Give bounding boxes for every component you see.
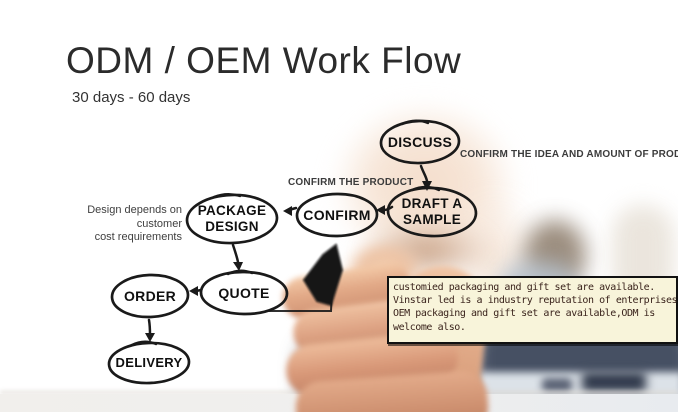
order-ellipse (110, 273, 190, 319)
arrow-discuss-to-draft (419, 164, 429, 183)
annotation-confirm-idea: CONFIRM THE IDEA AND AMOUNT OF PRODUCTS (460, 149, 678, 160)
blurred-table-object-small (542, 378, 572, 392)
page-title: ODM / OEM Work Flow (66, 40, 462, 81)
note-line: Vinstar led is a industry reputation of … (393, 295, 678, 307)
arrowhead-down-3 (145, 333, 155, 342)
marker-pen (302, 243, 344, 307)
flow-node-package-design: PACKAGE DESIGN (197, 203, 267, 234)
page-subtitle: 30 days - 60 days (72, 89, 191, 106)
flow-node-delivery: DELIVERY (115, 355, 183, 370)
note-line: customied packaging and gift set are ava… (393, 282, 655, 293)
arrowhead-down-1 (422, 181, 432, 191)
arrowhead-down-2 (233, 262, 243, 271)
annotation-confirm-product: CONFIRM THE PRODUCT (288, 177, 414, 188)
note-box: customied packaging and gift set are ava… (387, 276, 678, 344)
flow-node-order: ORDER (123, 288, 177, 304)
note-line: welcome also. (393, 321, 466, 333)
arrowhead-left-3 (189, 286, 198, 296)
flow-node-discuss: DISCUSS (387, 134, 453, 150)
arrowhead-left-1 (376, 205, 385, 215)
arrow-package-to-quote (231, 243, 240, 264)
flow-node-confirm: CONFIRM (303, 207, 371, 223)
note-line: OEM packaging and gift set are available… (393, 308, 655, 320)
blurred-table-object (582, 372, 646, 392)
flow-node-quote: QUOTE (218, 285, 270, 301)
arrowhead-left-2 (283, 206, 292, 216)
annotation-design-depends: Design depends on customer cost requirem… (87, 204, 182, 243)
confirm-ellipse (295, 192, 379, 238)
arrow-order-to-delivery (147, 318, 152, 337)
flow-node-draft-a-sample: DRAFT A SAMPLE (401, 196, 463, 227)
